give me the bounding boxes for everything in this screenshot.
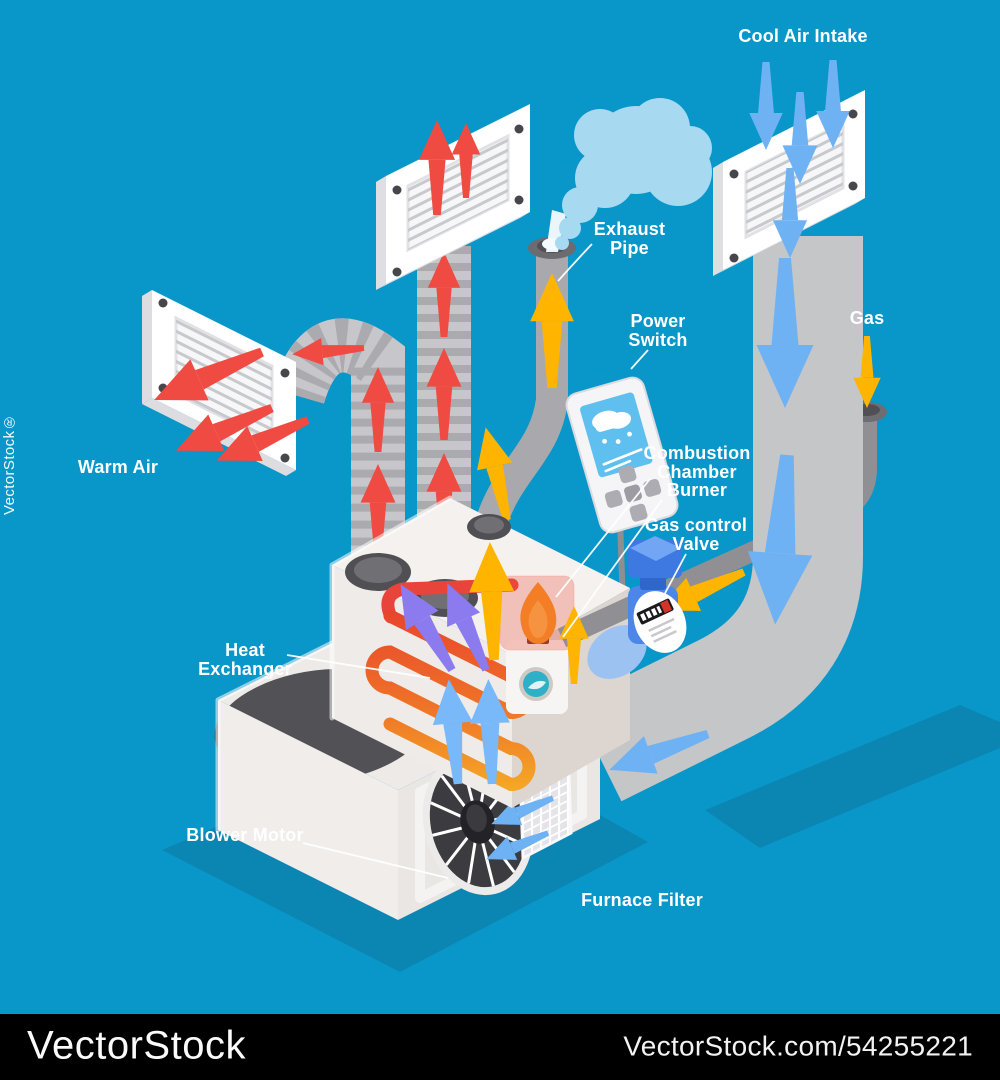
label-gas-control-valve: Gas control Valve — [644, 515, 748, 554]
label-warm-air: Warm Air — [77, 457, 159, 477]
gas-meter-dial — [633, 591, 687, 653]
watermark-bar: VectorStock VectorStock.com/54255221 — [0, 1014, 1000, 1080]
label-furnace-filter: Furnace Filter — [581, 890, 703, 910]
label-blower-motor: Blower Motor — [186, 825, 304, 845]
cool-air-duct — [572, 236, 863, 802]
leader-heat-exchanger — [286, 654, 431, 679]
furnace-upper-unit — [329, 495, 643, 808]
burner — [499, 575, 575, 714]
side-watermark: VectorStock® — [1, 413, 18, 515]
leader-power-switch — [630, 349, 649, 370]
dpad-buttons — [604, 465, 662, 522]
label-exhaust-pipe: Exhaust Pipe — [593, 219, 666, 258]
screen-weather-icon — [592, 410, 632, 444]
label-burner: Burner — [666, 480, 728, 500]
label-heat-exchanger: Heat Exchanger — [198, 640, 292, 679]
smoke-cloud — [555, 98, 712, 250]
vectorstock-logo-text: VectorStock — [27, 1023, 246, 1068]
burner-flame — [520, 582, 557, 644]
leader-blower-motor — [302, 842, 449, 879]
leader-burner — [562, 499, 663, 638]
label-power-switch: Power Switch — [628, 311, 688, 350]
leader-gas-valve — [662, 553, 687, 598]
leader-lines — [286, 243, 687, 879]
label-gas: Gas — [849, 308, 885, 328]
furnace-hvac-illustration — [142, 60, 1000, 972]
leader-exhaust-pipe — [557, 243, 593, 282]
label-cool-air-intake: Cool Air Intake — [738, 26, 868, 46]
supply-vent-middle — [376, 104, 530, 290]
power-switch — [565, 376, 679, 534]
vectorstock-url-text: VectorStock.com/54255221 — [623, 1030, 973, 1062]
leader-combustion-chamber — [555, 478, 651, 598]
label-combustion-chamber: Combustion Chamber — [643, 443, 751, 482]
gas-control-valve — [587, 536, 687, 679]
